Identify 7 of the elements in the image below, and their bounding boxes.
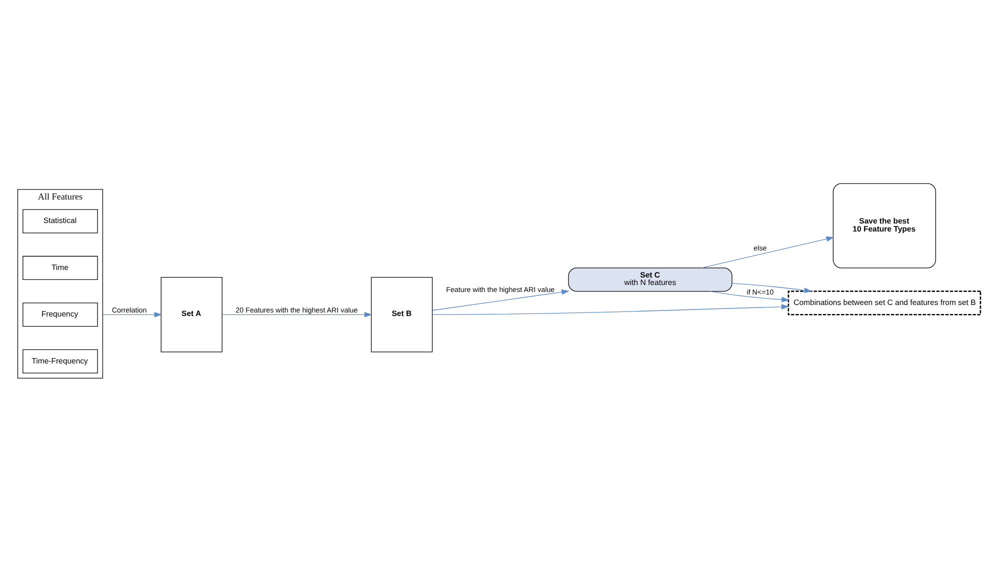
arrow xyxy=(700,236,834,268)
arrow xyxy=(221,311,372,317)
arrow xyxy=(102,311,162,317)
arrow xyxy=(709,290,789,302)
arrow xyxy=(432,288,569,310)
arrow xyxy=(432,304,789,314)
arrow xyxy=(731,282,812,293)
